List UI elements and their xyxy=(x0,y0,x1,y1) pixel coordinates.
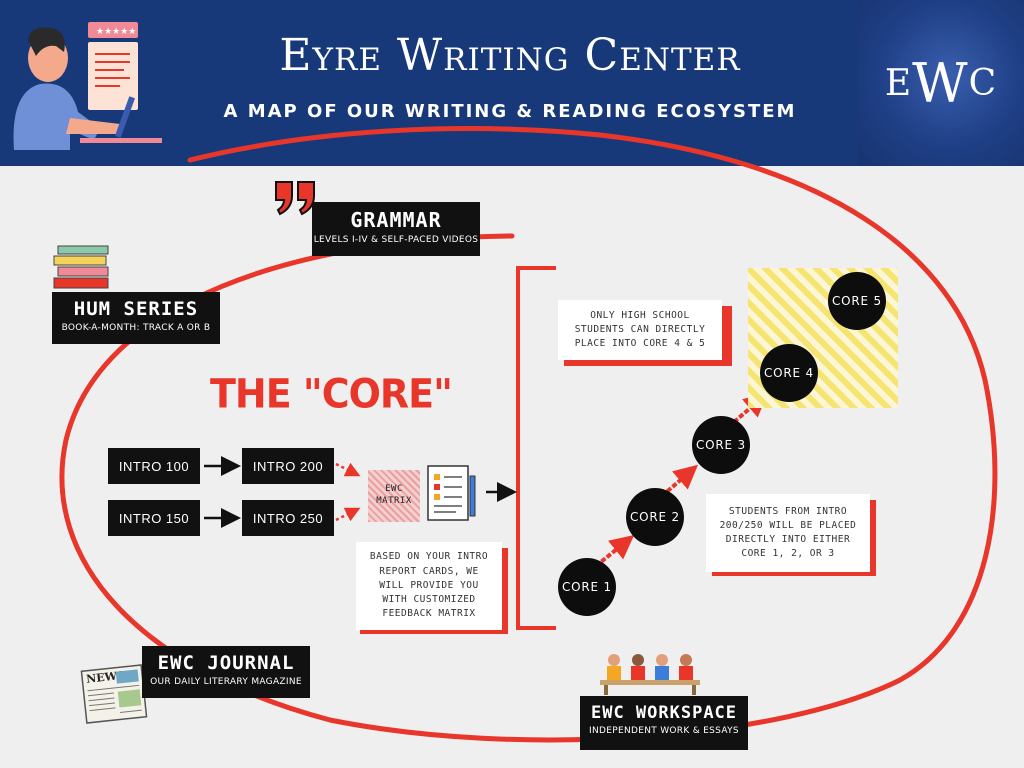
newspaper-icon: NEWS xyxy=(78,662,150,726)
core-1-node: CORE 1 xyxy=(558,558,616,616)
hum-series-title: HUM SERIES xyxy=(52,298,220,320)
students-at-desk-icon xyxy=(598,648,702,696)
ewc-workspace-title: EWC WORKSPACE xyxy=(580,703,748,723)
ewc-workspace-subtitle: INDEPENDENT WORK & ESSAYS xyxy=(580,726,748,736)
grammar-label: GRAMMAR LEVELS I-IV & SELF-PACED VIDEOS xyxy=(312,202,480,256)
intro-100-box: INTRO 100 xyxy=(108,448,200,484)
grammar-subtitle: LEVELS I-IV & SELF-PACED VIDEOS xyxy=(312,235,480,245)
grammar-title: GRAMMAR xyxy=(312,208,480,232)
placement-note: STUDENTS FROM INTRO 200/250 WILL BE PLAC… xyxy=(706,494,870,572)
ewc-matrix-box: EWC MATRIX xyxy=(368,470,420,522)
arrow-intro250-to-matrix xyxy=(336,510,356,520)
report-document-icon xyxy=(424,462,480,526)
core-title: THE "CORE" xyxy=(210,371,452,417)
intro-150-box: INTRO 150 xyxy=(108,500,200,536)
core-bracket xyxy=(518,268,556,628)
core-2-node: CORE 2 xyxy=(626,488,684,546)
high-school-note: ONLY HIGH SCHOOL STUDENTS CAN DIRECTLY P… xyxy=(558,300,722,360)
intro-250-box: INTRO 250 xyxy=(242,500,334,536)
core-4-node: CORE 4 xyxy=(760,344,818,402)
hum-series-label: HUM SERIES BOOK-A-MONTH: TRACK A OR B xyxy=(52,292,220,344)
matrix-note: BASED ON YOUR INTRO REPORT CARDS, WE WIL… xyxy=(356,542,502,630)
ewc-journal-title: EWC JOURNAL xyxy=(142,652,310,674)
intro-200-box: INTRO 200 xyxy=(242,448,334,484)
ewc-journal-subtitle: OUR DAILY LITERARY MAGAZINE xyxy=(142,677,310,687)
ewc-journal-label: EWC JOURNAL OUR DAILY LITERARY MAGAZINE xyxy=(142,646,310,698)
ewc-workspace-label: EWC WORKSPACE INDEPENDENT WORK & ESSAYS xyxy=(580,696,748,750)
hum-series-subtitle: BOOK-A-MONTH: TRACK A OR B xyxy=(52,323,220,333)
core-3-node: CORE 3 xyxy=(692,416,750,474)
core-5-node: CORE 5 xyxy=(828,272,886,330)
arrow-intro200-to-matrix xyxy=(336,464,356,474)
book-stack-icon xyxy=(52,244,114,294)
